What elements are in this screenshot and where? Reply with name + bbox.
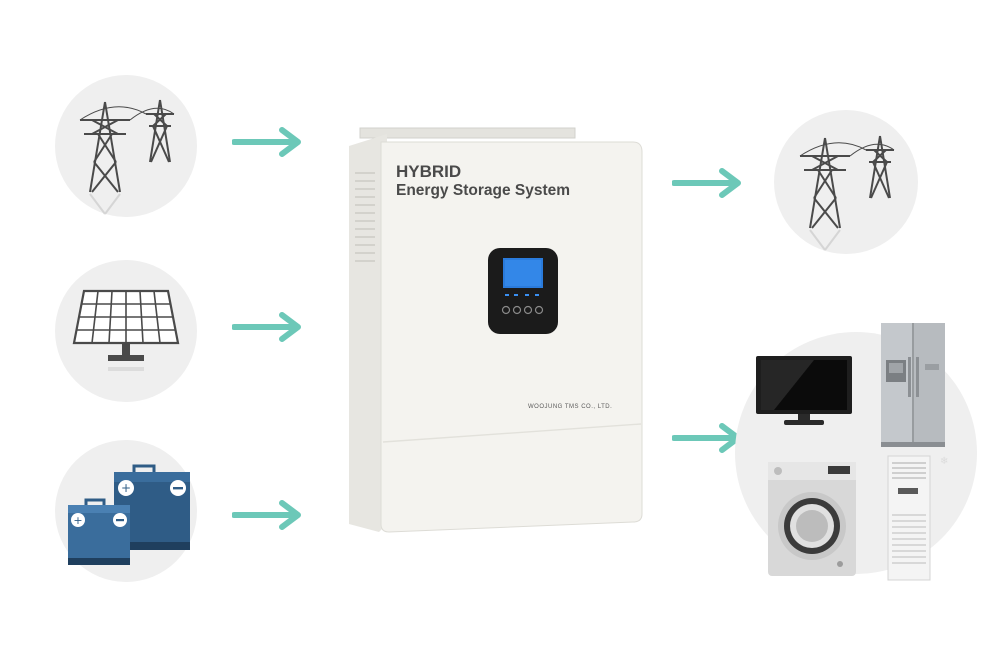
grid-output-circle — [774, 110, 918, 254]
hybrid-inverter-device — [349, 127, 643, 533]
power-tower-icon — [79, 99, 175, 215]
device-title-line2: Energy Storage System — [396, 182, 571, 199]
arrow-right-icon — [672, 168, 741, 198]
svg-text:+: + — [121, 481, 131, 495]
device-title-line1: HYBRID — [396, 162, 462, 181]
arrow-right-icon — [672, 423, 741, 453]
solar-panel-icon — [72, 289, 180, 371]
grid-input-circle — [55, 75, 197, 217]
arrow-right-icon — [232, 312, 301, 342]
arrow-right-icon — [232, 500, 301, 530]
device-brand-label: WOOJUNG TMS CO., LTD. — [528, 404, 613, 410]
refrigerator-icon — [881, 323, 945, 447]
air-conditioner-icon: ❄ — [887, 455, 948, 581]
arrow-right-icon — [232, 127, 301, 157]
svg-text:❄: ❄ — [940, 456, 948, 467]
battery-icon: + + — [68, 464, 190, 565]
svg-text:+: + — [73, 514, 82, 527]
washing-machine-icon — [768, 462, 856, 576]
power-tower-icon — [799, 135, 895, 251]
tv-icon — [756, 356, 852, 425]
